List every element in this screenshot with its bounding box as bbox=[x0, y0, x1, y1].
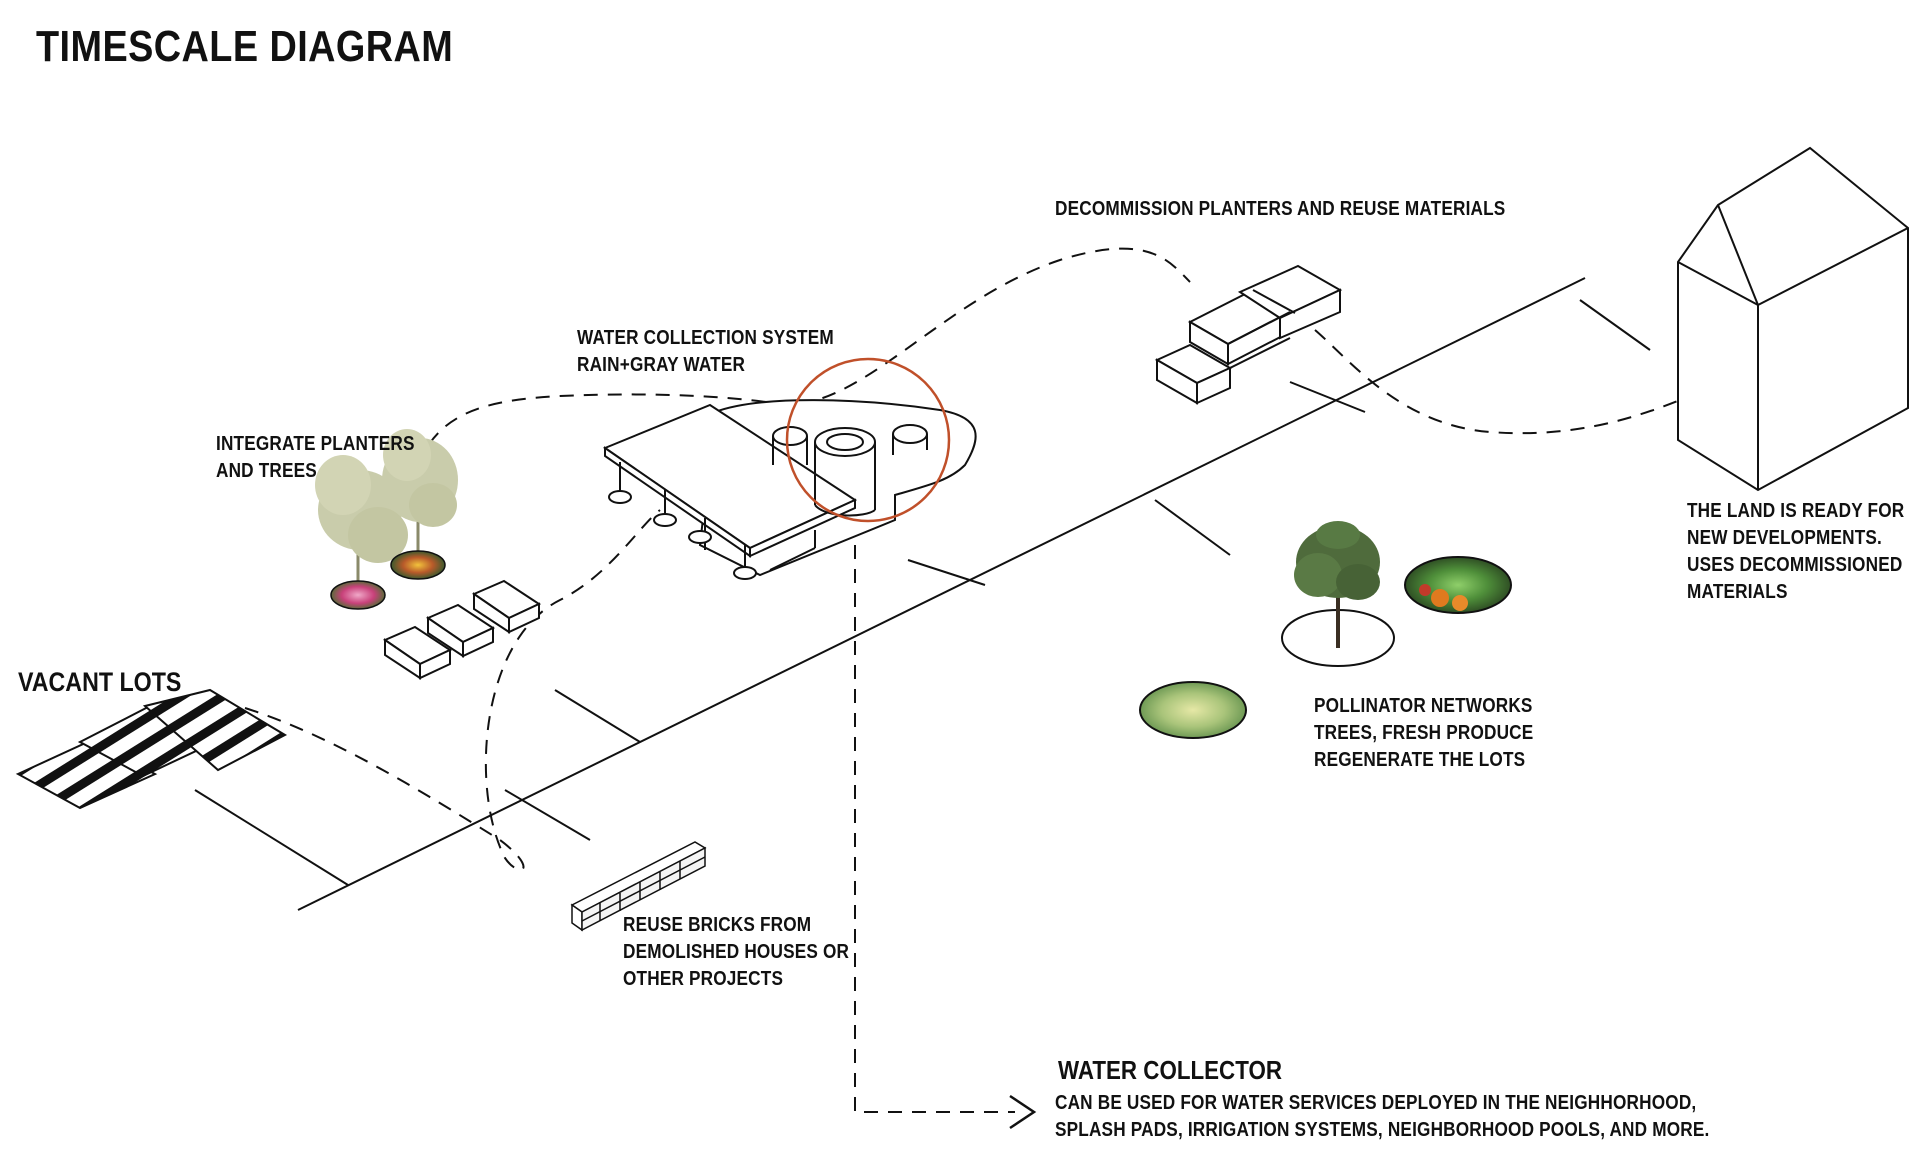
house-drawing bbox=[1677, 146, 1909, 492]
brick-wall bbox=[570, 841, 707, 932]
timeline-path bbox=[244, 247, 1681, 1113]
page-title: TIMESCALE DIAGRAM bbox=[36, 22, 454, 71]
arrow-head-icon bbox=[1009, 1094, 1037, 1130]
trees-left bbox=[315, 429, 458, 610]
label-decommission: DECOMMISSION PLANTERS AND REUSE MATERIAL… bbox=[1055, 198, 1506, 220]
label-land-ready: THE LAND IS READY FOR NEW DEVELOPMENTS. … bbox=[1687, 500, 1905, 603]
label-water-collector-title: WATER COLLECTOR bbox=[1058, 1055, 1283, 1085]
label-integrate-planters: INTEGRATE PLANTERS AND TREES bbox=[216, 433, 415, 482]
label-pollinator-networks: POLLINATOR NETWORKS TREES, FRESH PRODUCE… bbox=[1314, 695, 1534, 771]
label-vacant-lots: VACANT LOTS bbox=[18, 667, 182, 697]
highlight-circle bbox=[785, 357, 951, 523]
street-lines bbox=[194, 277, 1651, 911]
label-water-collector-desc: CAN BE USED FOR WATER SERVICES DEPLOYED … bbox=[1055, 1092, 1710, 1141]
vacant-lots-drawing bbox=[15, 688, 288, 810]
pollinator-elements bbox=[1139, 521, 1512, 739]
label-reuse-bricks: REUSE BRICKS FROM DEMOLISHED HOUSES OR O… bbox=[623, 914, 850, 990]
label-water-collection-system: WATER COLLECTION SYSTEM RAIN+GRAY WATER bbox=[577, 327, 834, 376]
planter-boxes bbox=[382, 579, 542, 680]
decommissioned-blocks bbox=[1154, 264, 1343, 405]
water-collection-building bbox=[602, 399, 977, 580]
